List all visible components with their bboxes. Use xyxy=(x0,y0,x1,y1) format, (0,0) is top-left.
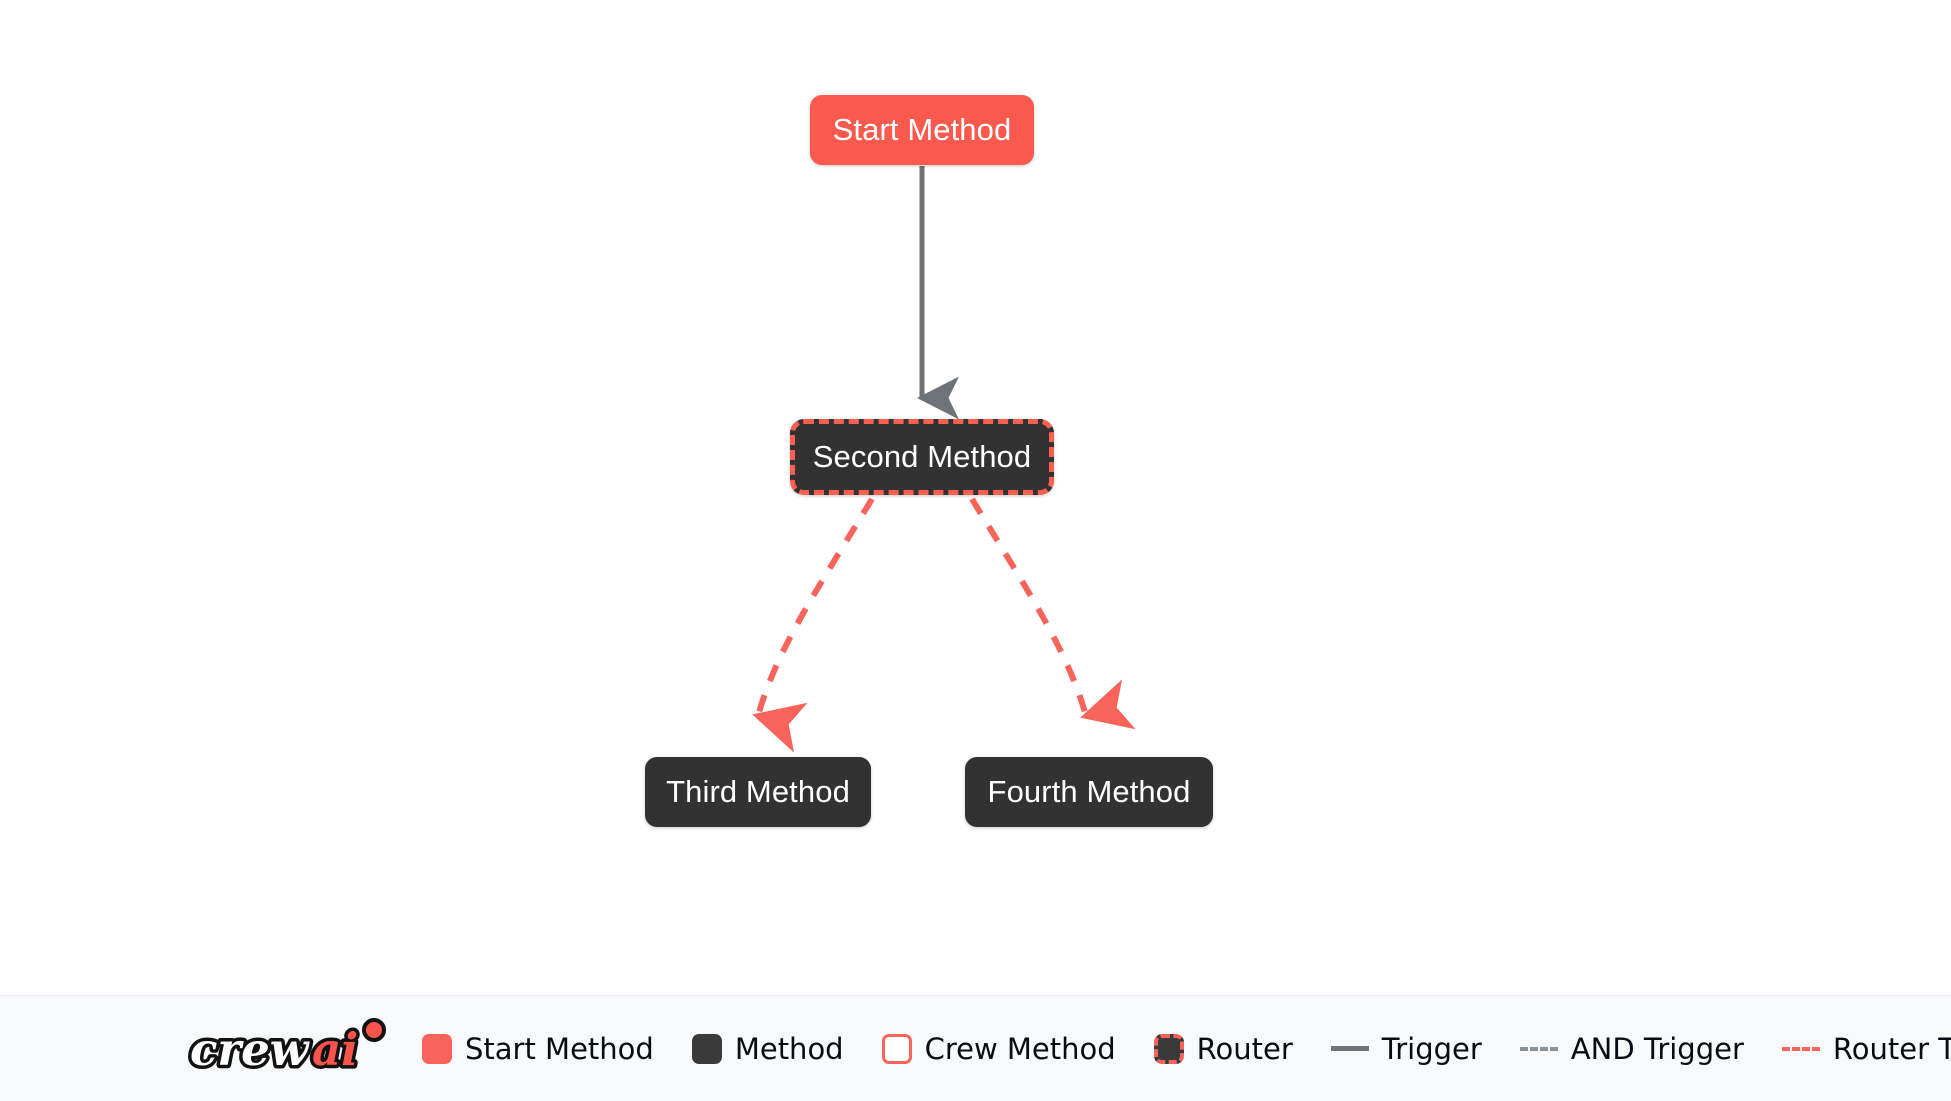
crewai-logo: crew ai xyxy=(187,1017,400,1080)
edge-second-to-fourth xyxy=(969,497,1136,730)
legend-label-trigger: Trigger xyxy=(1381,1031,1482,1066)
node-third-method[interactable]: Third Method xyxy=(645,757,871,827)
legend-item-start-method: Start Method xyxy=(422,1032,654,1066)
legend-items: Start Method Method Crew Method Router T… xyxy=(422,1032,1951,1066)
legend-item-trigger: Trigger xyxy=(1330,1031,1482,1066)
legend-label-and-trigger: AND Trigger xyxy=(1570,1031,1744,1066)
legend-item-and-trigger: AND Trigger xyxy=(1519,1031,1744,1066)
crewai-logo-ai-text: ai xyxy=(312,1023,358,1076)
router-trigger-line-icon xyxy=(1781,1046,1820,1051)
flow-canvas[interactable]: Start Method Second Method Third Method … xyxy=(0,0,1951,995)
method-swatch-icon xyxy=(691,1033,722,1064)
crewai-logo-dot xyxy=(362,1017,386,1042)
crew-method-swatch-icon xyxy=(881,1033,912,1064)
legend-label-router: Router xyxy=(1196,1031,1293,1066)
crewai-logo-svg: crew ai xyxy=(187,1017,386,1079)
and-trigger-line-icon xyxy=(1519,1046,1558,1051)
legend-item-method: Method xyxy=(691,1031,844,1066)
node-start-method[interactable]: Start Method xyxy=(810,95,1034,165)
crewai-logo-crew-text: crew xyxy=(190,1023,311,1076)
legend-item-crew-method: Crew Method xyxy=(881,1031,1116,1066)
legend-label-start-method: Start Method xyxy=(465,1031,654,1066)
legend-item-router-trigger: Router Trigger xyxy=(1781,1031,1951,1066)
node-fourth-method[interactable]: Fourth Method xyxy=(965,757,1213,827)
legend-label-router-trigger: Router Trigger xyxy=(1832,1031,1951,1066)
start-method-swatch-icon xyxy=(422,1033,452,1064)
router-swatch-icon xyxy=(1153,1033,1184,1064)
legend-label-method: Method xyxy=(734,1031,844,1066)
legend-bar: crew ai Start Method Method Crew Method … xyxy=(0,995,1951,1101)
legend-label-crew-method: Crew Method xyxy=(924,1031,1116,1066)
legend-item-router: Router xyxy=(1153,1031,1293,1066)
node-second-method-router[interactable]: Second Method xyxy=(790,419,1054,495)
edge-second-to-third xyxy=(752,497,875,753)
trigger-line-icon xyxy=(1330,1046,1369,1051)
